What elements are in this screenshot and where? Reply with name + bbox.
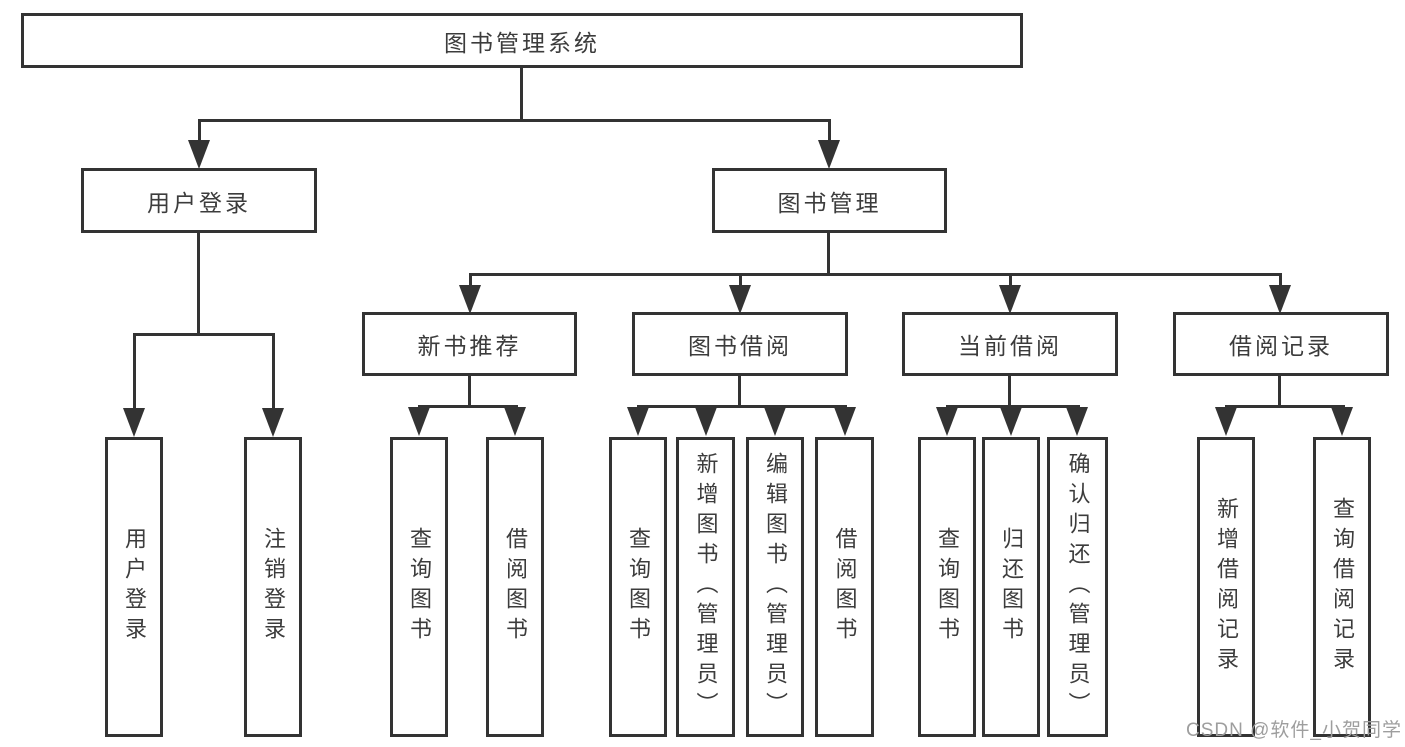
connector-book-borrow-vertical bbox=[738, 373, 741, 408]
connector-current-borrow-split bbox=[946, 405, 1080, 408]
arrowhead-down-icon bbox=[818, 140, 840, 169]
connector-level2-horizontal bbox=[198, 119, 831, 122]
connector-level3-horizontal bbox=[469, 273, 1282, 276]
node-new-book-recommendation: 新书推荐 bbox=[362, 312, 577, 376]
connector-level3-stub bbox=[739, 273, 742, 287]
connector-borrow-record-vertical bbox=[1278, 373, 1281, 408]
leaf-confirm-return-admin: 确认归还（管理员） bbox=[1047, 437, 1108, 737]
leaf-edit-books-admin: 编辑图书（管理员） bbox=[746, 437, 804, 737]
connector-user-login-vertical bbox=[197, 231, 200, 335]
arrowhead-down-icon bbox=[695, 407, 717, 436]
arrowhead-down-icon bbox=[504, 407, 526, 436]
arrowhead-down-icon bbox=[123, 408, 145, 437]
arrowhead-down-icon bbox=[262, 408, 284, 437]
connector-user-login-split bbox=[133, 333, 275, 336]
arrowhead-down-icon bbox=[936, 407, 958, 436]
connector-book-mgmt-stub bbox=[828, 119, 831, 143]
arrowhead-down-icon bbox=[188, 140, 210, 169]
arrowhead-down-icon bbox=[627, 407, 649, 436]
leaf-user-login: 用户登录 bbox=[105, 437, 163, 737]
node-current-borrowing: 当前借阅 bbox=[902, 312, 1118, 376]
connector-level3-stub bbox=[1279, 273, 1282, 287]
node-user-login: 用户登录 bbox=[81, 168, 317, 233]
connector-borrow-record-split bbox=[1225, 405, 1345, 408]
connector-leaf-stub bbox=[272, 333, 275, 409]
leaf-add-borrow-record: 新增借阅记录 bbox=[1197, 437, 1255, 737]
connector-current-borrow-vertical bbox=[1008, 373, 1011, 408]
arrowhead-down-icon bbox=[729, 285, 751, 314]
leaf-add-books-admin: 新增图书（管理员） bbox=[676, 437, 735, 737]
leaf-borrow-books-1: 借阅图书 bbox=[486, 437, 544, 737]
leaf-query-borrow-record: 查询借阅记录 bbox=[1313, 437, 1371, 737]
leaf-return-books: 归还图书 bbox=[982, 437, 1040, 737]
arrowhead-down-icon bbox=[408, 407, 430, 436]
arrowhead-down-icon bbox=[1269, 285, 1291, 314]
connector-new-book-vertical bbox=[468, 373, 471, 408]
connector-level3-stub bbox=[469, 273, 472, 287]
arrowhead-down-icon bbox=[1215, 407, 1237, 436]
node-book-management: 图书管理 bbox=[712, 168, 947, 233]
node-library-management-system: 图书管理系统 bbox=[21, 13, 1023, 68]
connector-book-borrow-split bbox=[637, 405, 847, 408]
leaf-query-books-2: 查询图书 bbox=[609, 437, 667, 737]
connector-book-mgmt-vertical bbox=[827, 231, 830, 276]
arrowhead-down-icon bbox=[999, 285, 1021, 314]
connector-leaf-stub bbox=[133, 333, 136, 409]
connector-level3-stub bbox=[1009, 273, 1012, 287]
leaf-borrow-books-2: 借阅图书 bbox=[815, 437, 874, 737]
node-borrowing-records: 借阅记录 bbox=[1173, 312, 1389, 376]
leaf-query-books-1: 查询图书 bbox=[390, 437, 448, 737]
connector-user-login-stub bbox=[198, 119, 201, 143]
arrowhead-down-icon bbox=[1000, 407, 1022, 436]
arrowhead-down-icon bbox=[1331, 407, 1353, 436]
leaf-logout: 注销登录 bbox=[244, 437, 302, 737]
connector-root-vertical bbox=[520, 65, 523, 121]
arrowhead-down-icon bbox=[1066, 407, 1088, 436]
connector-new-book-split bbox=[418, 405, 518, 408]
arrowhead-down-icon bbox=[459, 285, 481, 314]
node-book-borrowing: 图书借阅 bbox=[632, 312, 848, 376]
watermark-text: CSDN @软件_小贺同学 bbox=[1186, 720, 1402, 741]
arrowhead-down-icon bbox=[764, 407, 786, 436]
arrowhead-down-icon bbox=[834, 407, 856, 436]
leaf-query-books-3: 查询图书 bbox=[918, 437, 976, 737]
